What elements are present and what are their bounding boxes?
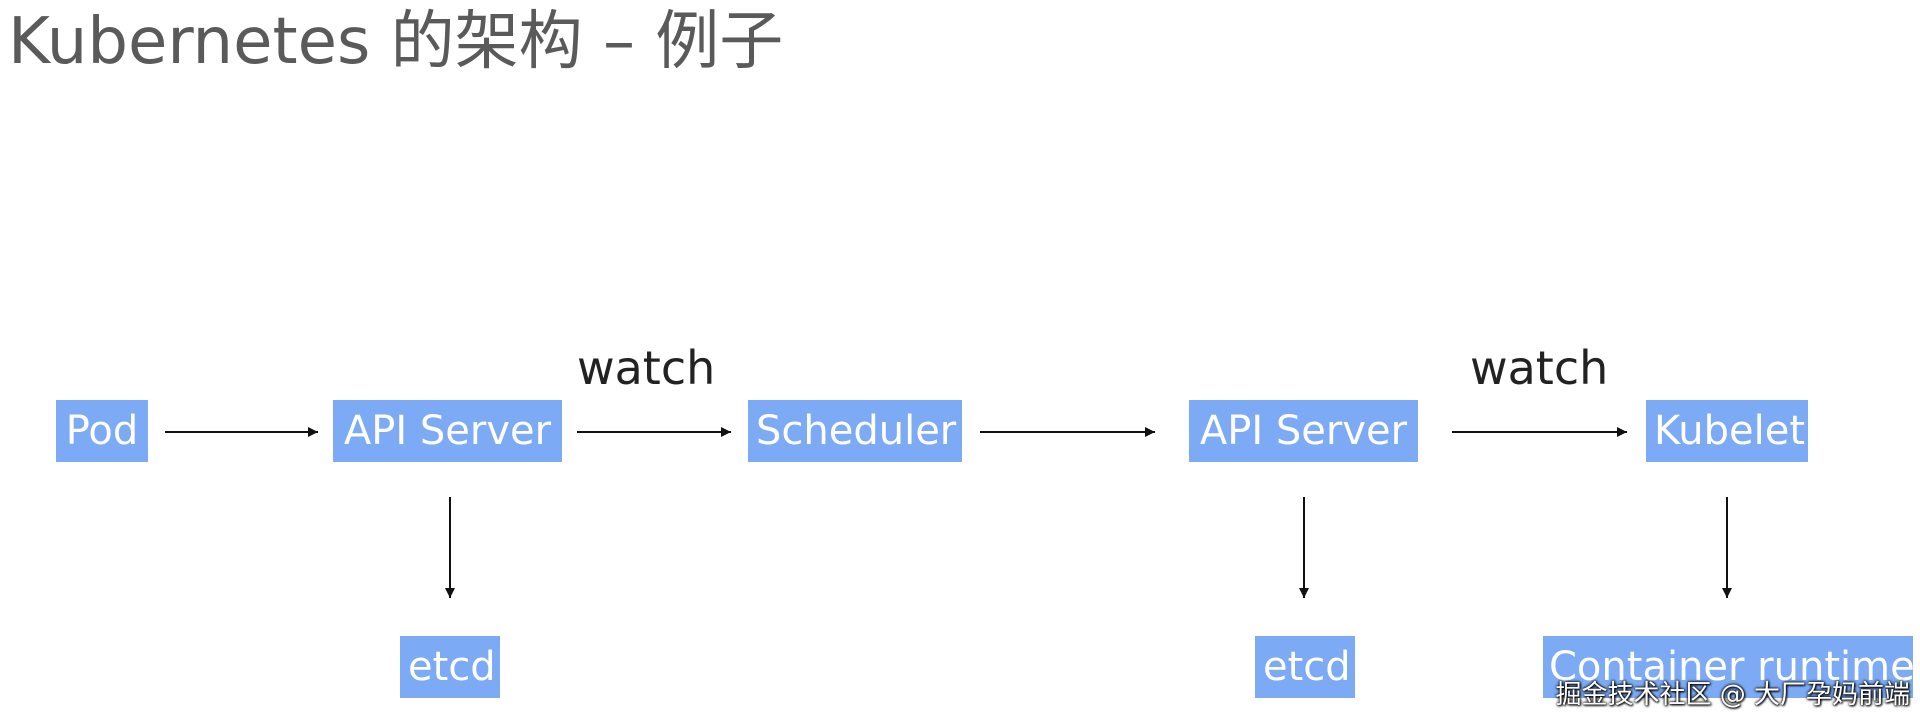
- node-etcd-2: etcd: [1255, 636, 1355, 698]
- node-kubelet: Kubelet: [1646, 400, 1808, 462]
- watch-label-2: watch: [1470, 341, 1609, 395]
- node-api-server-2: API Server: [1189, 400, 1418, 462]
- node-pod: Pod: [56, 400, 148, 462]
- node-container-runtime: Container runtime: [1543, 636, 1913, 698]
- slide-title: Kubernetes 的架构 – 例子: [8, 5, 784, 79]
- watermark-text: 掘金技术社区 @ 大厂孕妈前端: [1555, 680, 1910, 710]
- node-scheduler: Scheduler: [748, 400, 962, 462]
- node-etcd-1: etcd: [400, 636, 500, 698]
- watch-label-1: watch: [577, 341, 716, 395]
- node-api-server-1: API Server: [333, 400, 562, 462]
